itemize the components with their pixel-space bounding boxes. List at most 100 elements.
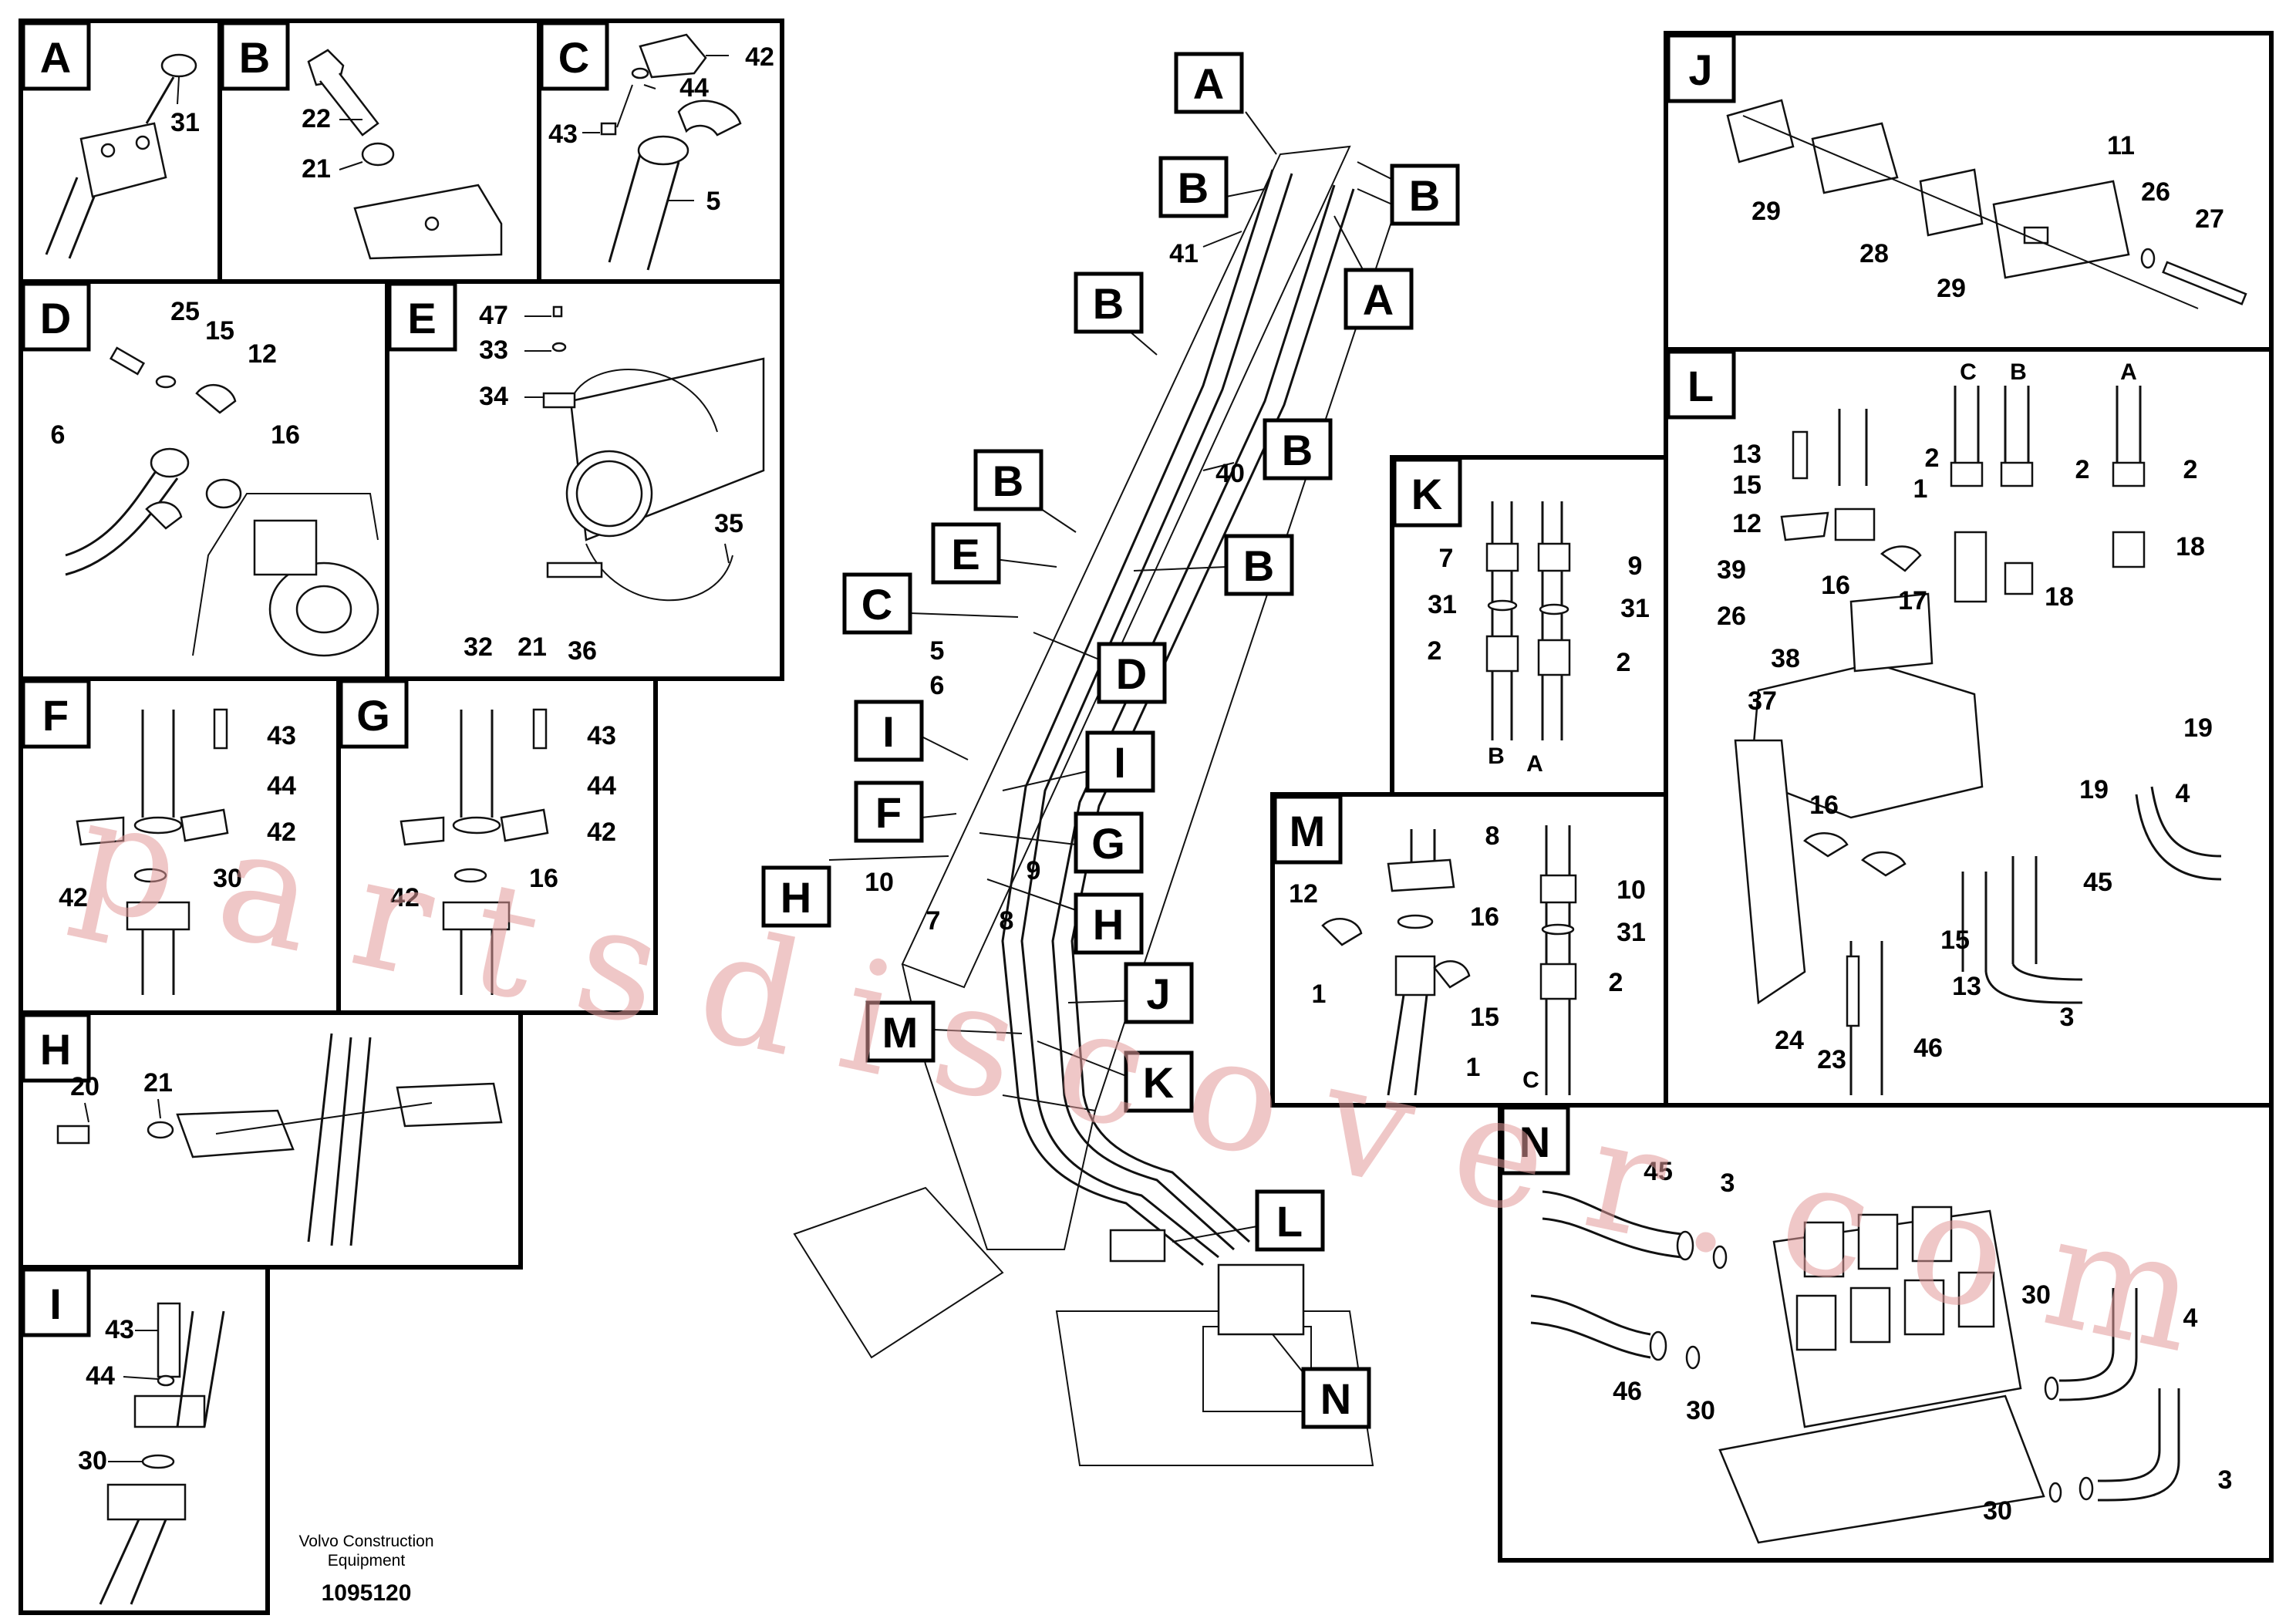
panel-J-letter: J (1688, 46, 1712, 94)
panel-F-label-4: 30 (213, 864, 242, 893)
panel-J-label-5: 29 (1937, 274, 1966, 303)
panel-N-label-5: 30 (1686, 1396, 1715, 1425)
panel-F-label-2: 42 (267, 818, 296, 847)
panel-K-label-3: 31 (1620, 594, 1650, 623)
panel-B-label-0: 22 (302, 104, 331, 133)
panel-C-label-0: 42 (745, 42, 774, 72)
footer: Volvo Construction Equipment 1095120 (298, 1533, 433, 1606)
panel-L-label-27: 23 (1817, 1045, 1846, 1074)
panel-F-letter: F (42, 691, 69, 740)
main-callout-0: A (1193, 59, 1224, 108)
main-number-4: 9 (1027, 856, 1041, 885)
main-callout-21: N (1320, 1374, 1351, 1423)
panel-N-label-3: 4 (2183, 1303, 2198, 1333)
panel-J-label-1: 26 (2141, 177, 2170, 207)
main-number-2: 5 (930, 636, 945, 666)
panel-I-drawing: 43 44 30 (78, 1302, 225, 1605)
panel-K-label-5: 2 (1617, 648, 1631, 677)
main-callout-2: A (1363, 275, 1394, 324)
panel-N-label-0: 45 (1644, 1157, 1673, 1186)
panel-N-label-6: 3 (2218, 1465, 2233, 1495)
panel-K-label-0: 7 (1439, 544, 1454, 573)
panel-I-label-1: 44 (86, 1361, 115, 1391)
panel-D-label-3: 6 (51, 420, 66, 450)
panel-I-letter: I (49, 1280, 62, 1328)
panel-J-label-4: 28 (1859, 239, 1889, 268)
panel-frames (19, 19, 2274, 1615)
panel-L-label-10: 18 (2176, 532, 2205, 561)
main-callout-1: B (1409, 171, 1440, 220)
panel-M-label-8: 1 (1466, 1053, 1481, 1082)
footer-drawing-number: 1095120 (322, 1580, 412, 1606)
main-callout-5: B (1282, 426, 1313, 474)
panel-E-label-3: 35 (714, 509, 743, 538)
panel-L-drawing: C B A 13 2 2 2 15 1 12 18 39 16 17 18 26… (1717, 359, 2222, 1095)
panel-letter-boxes: A B C D E F G H I J K L M N (21, 21, 1736, 1337)
panel-D-label-4: 16 (271, 420, 300, 450)
main-callout-14: G (1091, 819, 1125, 868)
panel-D-letter: D (40, 294, 71, 342)
panel-L-label-28: 46 (1913, 1034, 1943, 1063)
main-number-7: 8 (1000, 906, 1014, 936)
panel-A-label-0: 31 (170, 108, 200, 137)
panel-L-label-15: 26 (1717, 602, 1746, 631)
main-number-1: 40 (1215, 459, 1245, 488)
panel-M-label-1: 10 (1617, 875, 1646, 905)
panel-D-label-2: 12 (248, 339, 277, 369)
panel-M-drawing: 8 10 12 16 31 2 1 15 1 C (1289, 821, 1646, 1096)
panel-G-label-0: 43 (587, 721, 616, 750)
panel-L-label-16: 38 (1771, 644, 1800, 673)
panel-A-letter: A (40, 33, 71, 82)
panel-N-label-7: 30 (1983, 1496, 2012, 1526)
panel-J-label-3: 29 (1752, 197, 1781, 226)
panel-K-label-6: B (1488, 744, 1505, 769)
panel-E-letter: E (407, 294, 436, 342)
panel-L-label-3: 13 (1732, 440, 1762, 469)
main-callout-6: B (993, 457, 1023, 505)
panel-N-drawing: 45 3 30 4 46 30 3 30 (1530, 1157, 2233, 1544)
panel-C-drawing: 42 44 43 5 (548, 33, 774, 271)
panel-D-label-1: 15 (205, 316, 234, 346)
panel-K-label-7: A (1526, 751, 1543, 777)
panel-L-label-12: 16 (1821, 571, 1850, 600)
panel-K-drawing: 7 9 31 31 2 2 B A (1428, 501, 1650, 777)
panel-L-label-5: 2 (2075, 455, 2090, 484)
panel-M-label-7: 15 (1470, 1003, 1499, 1032)
main-number-6: 7 (926, 906, 941, 936)
panel-L-label-4: 2 (1925, 443, 1940, 473)
main-callout-8: B (1243, 541, 1274, 590)
main-callout-16: H (1093, 900, 1124, 949)
panel-G-label-4: 16 (529, 864, 558, 893)
main-callout-13: F (875, 788, 902, 837)
panel-K-label-2: 31 (1428, 590, 1457, 619)
main-callout-17: J (1146, 969, 1170, 1018)
main-number-3: 6 (930, 671, 945, 700)
panel-K-label-1: 9 (1628, 551, 1643, 581)
main-callout-19: K (1143, 1058, 1174, 1107)
main-callout-9: C (861, 580, 892, 629)
panel-G-label-1: 44 (587, 771, 616, 801)
main-callout-4: B (1093, 279, 1124, 328)
main-numbers: 41 40 5 6 9 10 7 8 (865, 231, 1245, 936)
main-callout-18: M (882, 1008, 919, 1057)
panel-L-label-9: 12 (1732, 509, 1762, 538)
panel-N-label-2: 30 (2021, 1280, 2051, 1310)
main-callouts: A B A B B B B E B C D I I F G H H J M (761, 52, 1460, 1429)
panel-L-label-19: 16 (1809, 791, 1839, 820)
panel-J-drawing: 11 26 27 29 28 29 (1726, 99, 2247, 309)
panel-L-label-21: 4 (2176, 779, 2190, 808)
panel-J-label-2: 27 (2195, 204, 2224, 234)
panel-G-label-3: 42 (390, 883, 420, 912)
main-number-0: 41 (1169, 239, 1199, 268)
main-callout-10: D (1116, 649, 1147, 698)
panel-L-label-11: 39 (1717, 555, 1746, 585)
panel-L-label-1: B (2010, 359, 2027, 385)
panel-E-label-6: 36 (568, 636, 597, 666)
main-callout-12: I (1114, 738, 1126, 787)
panel-G-letter: G (356, 691, 390, 740)
panel-L-label-24: 13 (1952, 972, 1981, 1001)
panel-B-label-1: 21 (302, 154, 331, 184)
panel-F-label-1: 44 (267, 771, 296, 801)
